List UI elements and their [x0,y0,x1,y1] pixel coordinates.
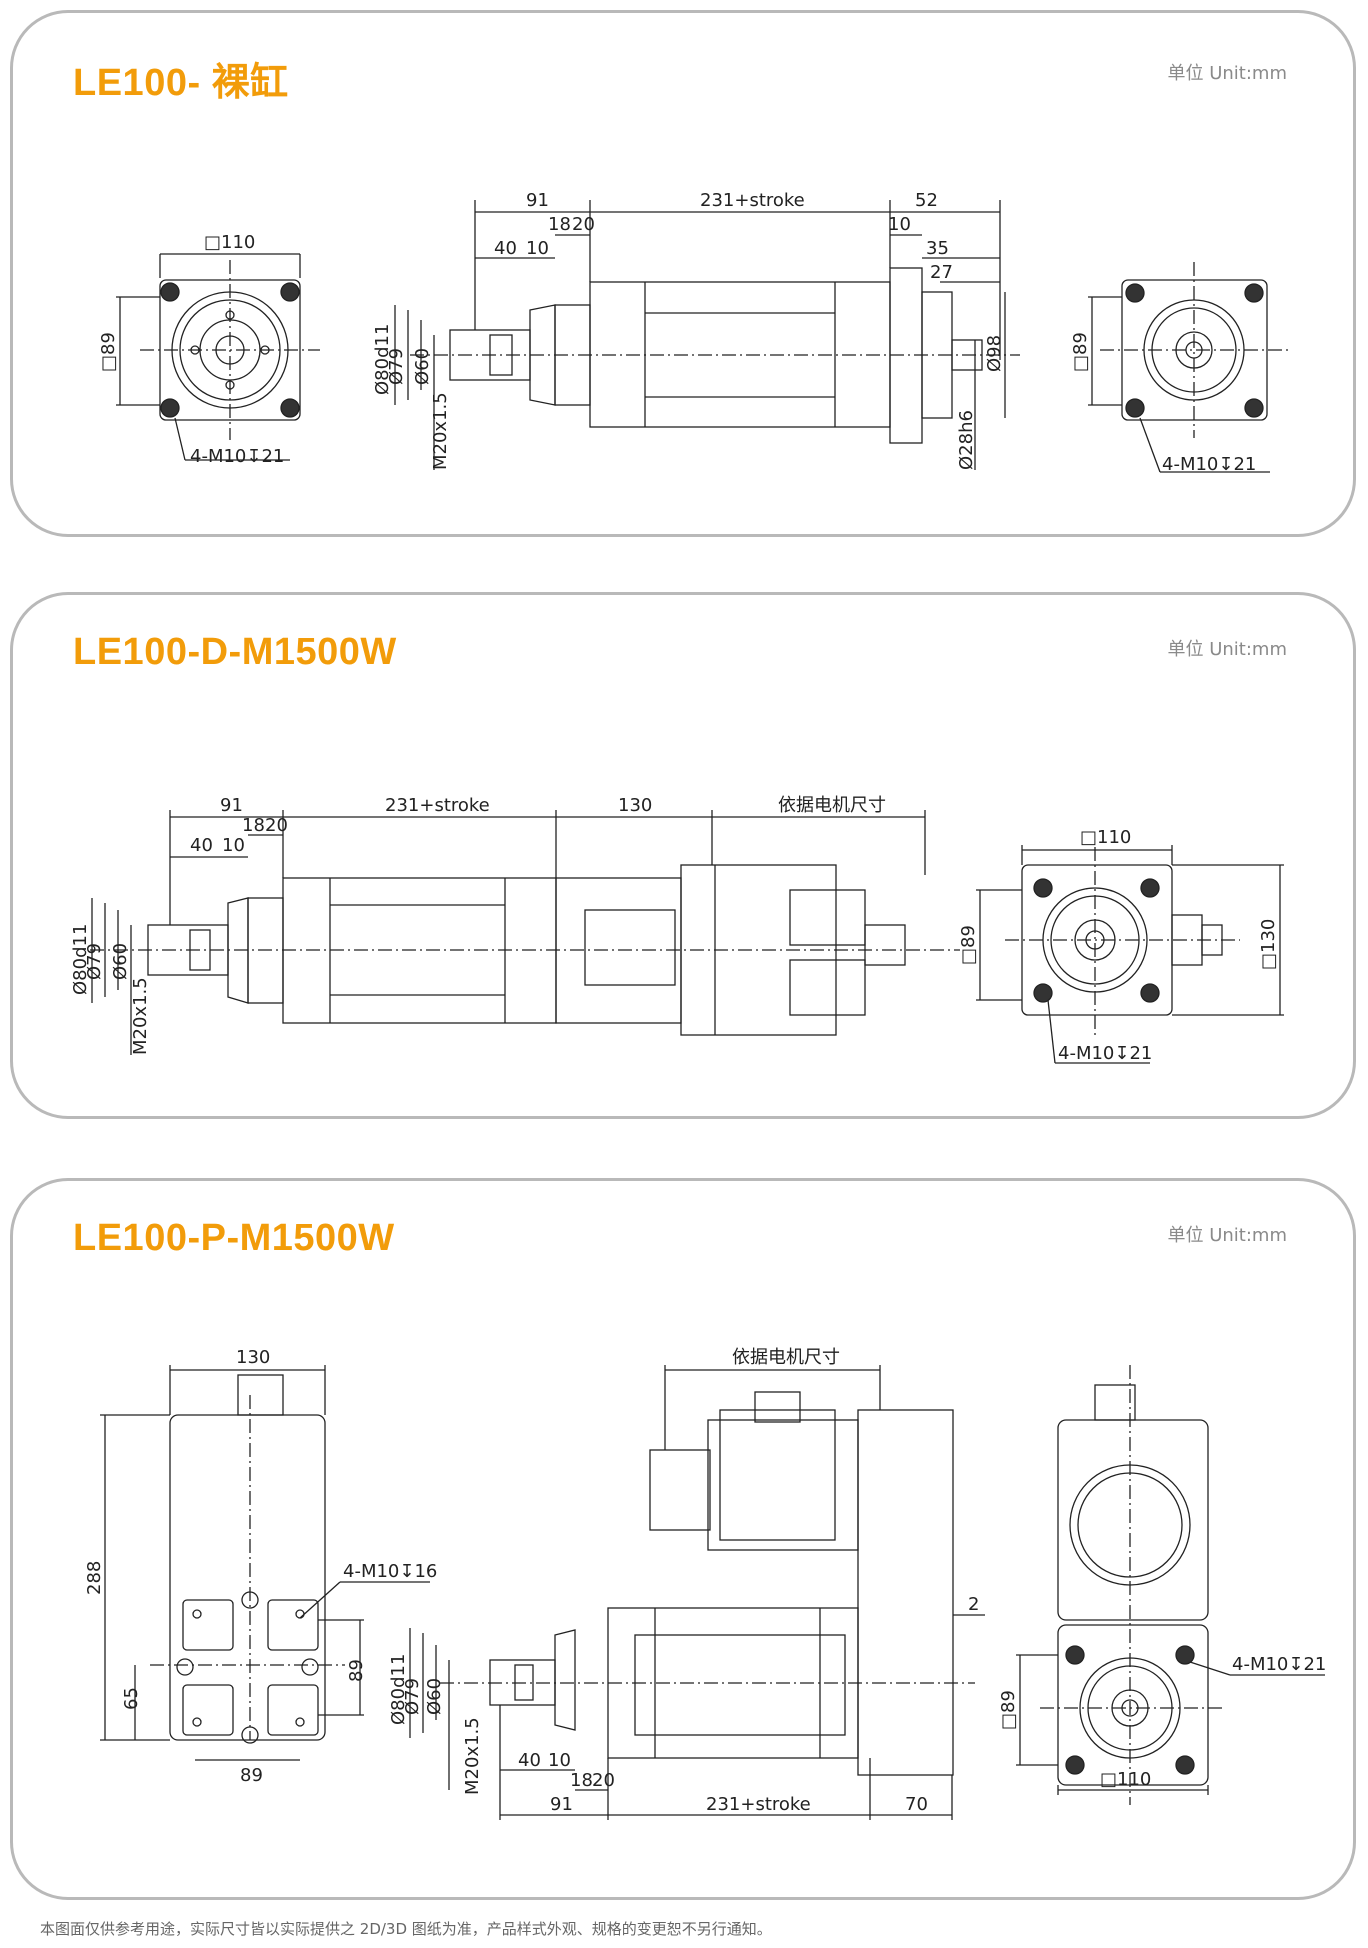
dim-27: 27 [930,262,953,283]
mount-hole [280,282,300,302]
dim-20: 20 [592,1770,615,1791]
panel-bare-cylinder: LE100- 裸缸 单位 Unit:mm [10,10,1356,537]
dim-holes16: 4-M10↧16 [343,1561,437,1582]
panel-title: LE100-P-M1500W [73,1217,395,1259]
dim-18: 18 [242,815,265,836]
mount-hole [160,398,180,418]
dim-holes21: 4-M10↧21 [1232,1654,1326,1675]
dim-20: 20 [265,815,288,836]
dim-40: 40 [494,238,517,259]
dim-dia80: Ø80d11 [388,1654,409,1725]
motor-body [680,864,837,1036]
dim-holesR: 4-M10↧21 [1162,454,1256,475]
dim-18: 18 [548,214,571,235]
dim-holes: 4-M10↧21 [1058,1043,1152,1064]
drawing-d-m1500w: 91 231+stroke 130 依据电机尺寸 18 20 40 10 Ø80… [70,795,1284,1064]
dim-89-vert: 89 [346,1659,367,1682]
dim-10: 10 [222,835,245,856]
mount-hole [280,398,300,418]
dim-sq110: □110 [1080,827,1131,848]
dim-10: 10 [548,1750,571,1771]
dim-sq89r: □89 [1070,332,1091,372]
unit-label: 单位 Unit:mm [1167,639,1288,660]
footer-disclaimer: 本图面仅供参考用途，实际尺寸皆以实际提供之 2D/3D 图纸为准，产品样式外观、… [40,1920,772,1938]
dim-sq130: □130 [1258,919,1279,970]
dim-sq110: □110 [204,232,255,253]
dim-35: 35 [926,238,949,259]
dim-thread: M20x1.5 [462,1717,483,1795]
panel-p-m1500w: LE100-P-M1500W 单位 Unit:mm [10,1178,1356,1900]
dim-sq89: □89 [958,925,979,965]
dim-dia80: Ø80d11 [372,324,393,395]
dim-dia79: Ø79 [84,943,105,980]
dim-thread: M20x1.5 [430,392,451,470]
dim-91: 91 [550,1794,573,1815]
dim-52: 52 [915,190,938,211]
dim-288: 288 [84,1561,105,1595]
dim-holes: 4-M10↧21 [190,446,284,467]
dim-2: 2 [968,1594,979,1615]
dim-dia60: Ø60 [110,943,131,980]
dim-sq89: □89 [998,1690,1019,1730]
dim-10: 10 [526,238,549,259]
unit-label: 单位 Unit:mm [1167,1225,1288,1246]
dim-40: 40 [190,835,213,856]
dim-sq89: □89 [98,332,119,372]
dim-231: 231+stroke [706,1794,811,1815]
drawing-p-m1500w: 130 288 4-M10↧16 89 65 89 依据电机尺寸 2 Ø80d1… [84,1347,1326,1820]
dim-10r: 10 [888,214,911,235]
mount-hole [160,282,180,302]
dim-sq110: □110 [1100,1769,1151,1790]
dim-dia28: Ø28h6 [956,410,977,470]
dim-91: 91 [526,190,549,211]
dim-motor: 依据电机尺寸 [732,1347,840,1368]
panel-title: LE100-D-M1500W [73,631,397,673]
panel-title: LE100- 裸缸 [73,62,289,104]
dim-40: 40 [518,1750,541,1771]
dim-motor: 依据电机尺寸 [778,795,886,816]
dim-89-horiz: 89 [240,1765,263,1786]
dim-dia79: Ø79 [402,1678,423,1715]
dim-18: 18 [570,1770,593,1791]
dim-91: 91 [220,795,243,816]
dim-thread: M20x1.5 [130,977,151,1055]
dim-231: 231+stroke [700,190,805,211]
dim-231: 231+stroke [385,795,490,816]
dim-dia79: Ø79 [386,348,407,385]
panel-d-m1500w: LE100-D-M1500W 单位 Unit:mm [10,592,1356,1119]
dim-130: 130 [618,795,652,816]
dim-70: 70 [905,1794,928,1815]
dim-dia60: Ø60 [424,1678,445,1715]
unit-label: 单位 Unit:mm [1167,63,1288,84]
dim-dia80: Ø80d11 [70,924,91,995]
dim-dia98: Ø98 [984,335,1005,372]
dim-dia60: Ø60 [412,348,433,385]
dim-65: 65 [121,1687,142,1710]
drawing-bare-cylinder: □110 □89 4-M10↧21 91 231+stroke 52 18 20… [98,190,1290,475]
dim-20: 20 [572,214,595,235]
dim-130: 130 [236,1347,270,1368]
